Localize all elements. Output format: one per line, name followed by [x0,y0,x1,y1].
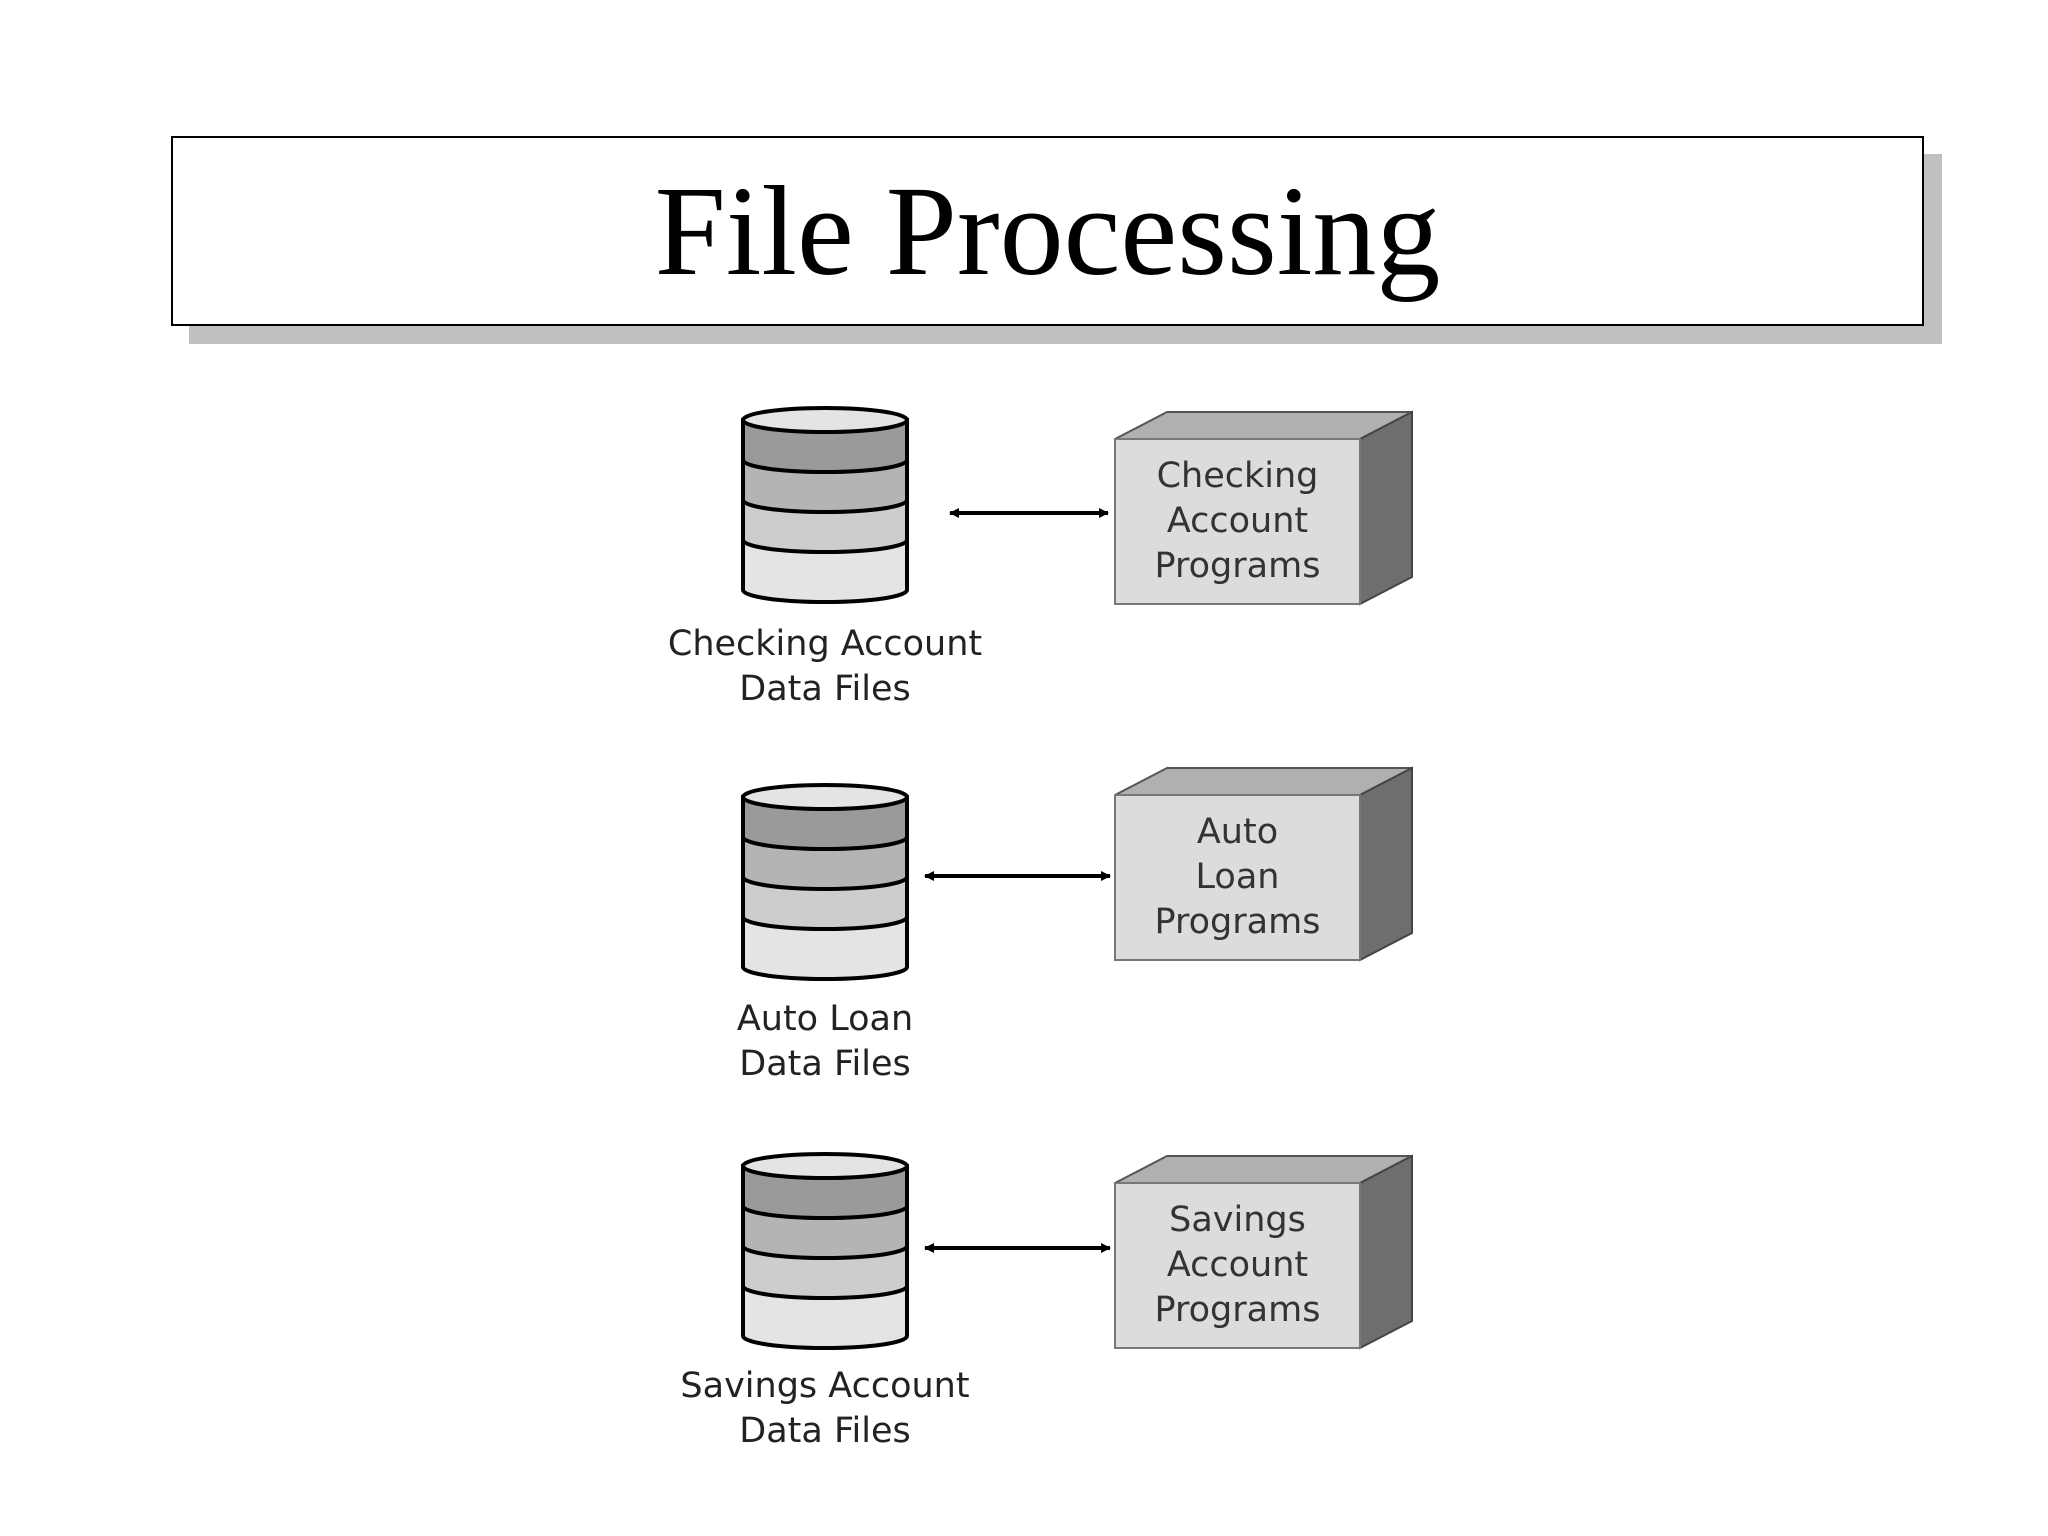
box-side-face [1359,766,1413,962]
data-files-label-line: Savings Account [680,1366,970,1406]
data-files-label-line: Data Files [739,669,911,709]
cylinder-band [741,1244,909,1300]
cylinder-top [741,1152,909,1180]
box-front-face [1114,794,1361,961]
data-files-label-line: Checking Account [667,624,983,664]
data-files-label-line: Auto Loan [736,999,914,1039]
cylinder-band [741,538,909,604]
cylinder-band [741,498,909,554]
box-front-face [1114,1182,1361,1349]
cylinder-band [741,875,909,931]
cylinder-band [741,1204,909,1260]
cylinder-band [741,1284,909,1350]
cylinder-band [741,458,909,514]
box-side-face [1359,1154,1413,1350]
program-box-label-line: Loan [1195,857,1280,897]
page-title: File Processing [654,160,1441,302]
cylinder-band [741,835,909,891]
database-cylinder-icon [741,406,909,604]
cylinder-top [741,406,909,434]
program-box-label-line: Programs [1154,902,1321,942]
program-box-label-line: Programs [1154,1290,1321,1330]
title-box: File Processing [171,136,1924,326]
program-box-icon [1114,410,1413,606]
program-box-label-line: Auto [1196,812,1279,852]
box-front-face [1114,438,1361,605]
data-files-label-line: Data Files [739,1411,911,1451]
cylinder-top [741,783,909,811]
program-box-label-line: Account [1166,501,1309,541]
box-side-face [1359,410,1413,606]
database-cylinder-icon [741,1152,909,1350]
cylinder-band [741,418,909,474]
program-box-label-line: Checking [1156,456,1319,496]
cylinder-band [741,795,909,851]
program-box-label-line: Savings [1169,1200,1306,1240]
database-cylinder-icon [741,783,909,981]
data-files-label-line: Data Files [739,1044,911,1084]
program-box-icon [1114,766,1413,962]
program-box-label-line: Programs [1154,546,1321,586]
cylinder-band [741,1164,909,1220]
diagram-row [741,406,1413,606]
diagram-row [741,766,1413,981]
diagram-row [741,1152,1413,1350]
program-box-label-line: Account [1166,1245,1309,1285]
program-box-icon [1114,1154,1413,1350]
cylinder-band [741,915,909,981]
